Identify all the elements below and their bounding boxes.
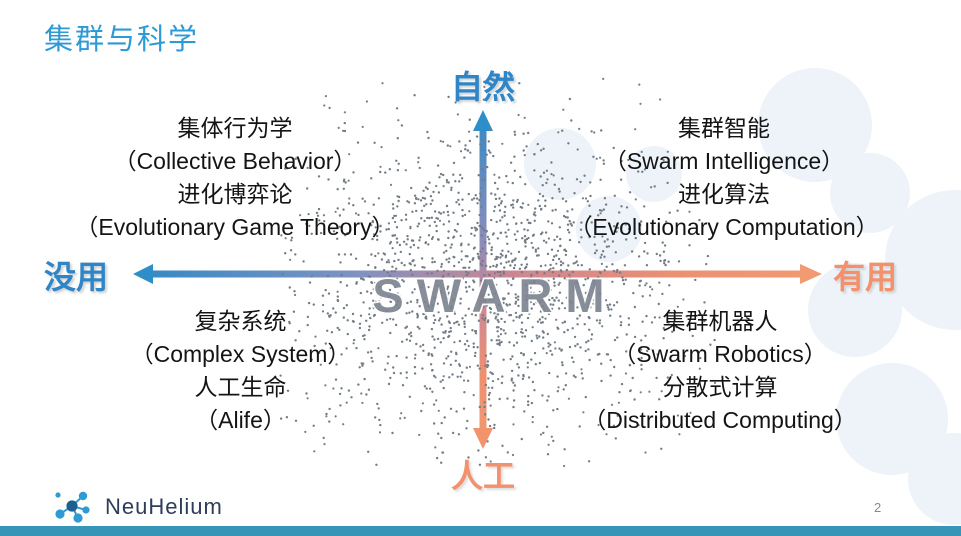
quadrant-line: 分散式计算 bbox=[662, 374, 778, 400]
quadrant-bottom-right: 集群机器人 （Swarm Robotics） 分散式计算 （Distribute… bbox=[520, 305, 920, 437]
quadrant-line: （Collective Behavior） bbox=[113, 148, 357, 174]
background-blob bbox=[524, 128, 596, 200]
quadrant-line: （Alife） bbox=[195, 407, 286, 433]
background-blob bbox=[808, 263, 902, 357]
background-blob bbox=[576, 196, 642, 262]
axis-label-useless: 没用 bbox=[44, 259, 109, 295]
quadrant-top-right: 集群智能 （Swarm Intelligence） 进化算法 （Evolutio… bbox=[528, 112, 920, 244]
quadrant-line: 集群智能 bbox=[678, 115, 770, 141]
quadrant-bottom-left: 复杂系统 （Complex System） 人工生命 （Alife） bbox=[48, 305, 433, 437]
logo-text: NeuHelium bbox=[105, 494, 223, 519]
up-arrowhead-icon bbox=[473, 110, 493, 131]
quadrant-line: （Distributed Computing） bbox=[583, 407, 857, 433]
quadrant-line: 集群机器人 bbox=[662, 308, 778, 334]
footer-bar bbox=[0, 526, 961, 536]
quadrant-line: （Complex System） bbox=[130, 341, 351, 367]
left-arrowhead-icon bbox=[133, 264, 153, 284]
quadrant-line: （Evolutionary Computation） bbox=[569, 214, 879, 240]
quadrant-line: （Evolutionary Game Theory） bbox=[75, 214, 395, 240]
right-arrowhead-icon bbox=[800, 264, 822, 284]
horizontal-axis bbox=[133, 264, 822, 284]
vertical-axis bbox=[473, 110, 493, 449]
quadrant-line: 复杂系统 bbox=[194, 308, 287, 334]
quadrant-line: （Swarm Robotics） bbox=[613, 341, 827, 367]
axis-label-useful: 有用 bbox=[833, 259, 898, 295]
quadrant-top-left: 集体行为学 （Collective Behavior） 进化博弈论 （Evolu… bbox=[40, 112, 430, 244]
axis-label-nature: 自然 bbox=[450, 69, 516, 105]
quadrant-line: （Swarm Intelligence） bbox=[603, 148, 845, 174]
neuhelium-logo: NeuHelium bbox=[50, 487, 223, 527]
quadrant-line: 人工生命 bbox=[194, 374, 287, 400]
molecule-logo-icon bbox=[55, 491, 90, 523]
down-arrowhead-icon bbox=[473, 428, 493, 449]
quadrant-line: 进化博弈论 bbox=[177, 181, 293, 207]
axis-label-artificial: 人工 bbox=[450, 458, 516, 494]
background-blob bbox=[626, 146, 682, 202]
page-title: 集群与科学 bbox=[44, 24, 200, 56]
quadrant-line: 集体行为学 bbox=[177, 115, 293, 141]
page-number: 2 bbox=[874, 500, 882, 515]
quadrant-line: 进化算法 bbox=[678, 181, 770, 207]
